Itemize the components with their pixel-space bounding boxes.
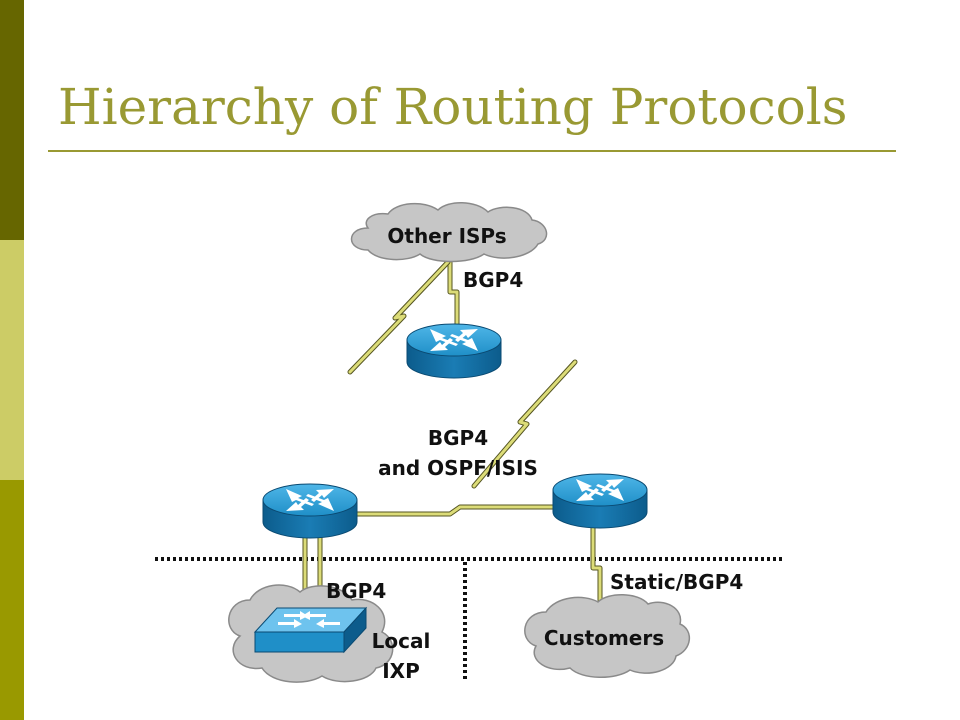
cloud-label-customers: Customers [544,626,664,650]
switch-icon [253,606,368,654]
link-customers [590,525,603,603]
router-icon [406,323,502,379]
link-upstream-serial [347,259,451,375]
link-label-upstream: BGP4 [463,268,523,292]
router-icon [262,483,358,539]
cloud-label-local-ixp-line2: IXP [382,659,420,683]
link-core-serial [471,359,578,489]
link-label-core-line2: and OSPF/ISIS [378,456,538,480]
title-underline [48,150,896,152]
slide-title: Hierarchy of Routing Protocols [58,78,848,136]
cloud-label-local-ixp-line1: Local [372,629,431,653]
link-upstream-vertical [447,255,460,333]
cloud-icon [524,594,690,678]
link-core-horizontal [353,504,559,517]
router-icon [552,473,648,529]
cloud-icon [350,202,548,263]
link-label-ixp: BGP4 [326,579,386,603]
link-label-core-line1: BGP4 [428,426,488,450]
sidebar-band-middle [0,240,24,480]
sidebar-band-bottom [0,480,24,720]
sidebar-band-top [0,0,24,240]
link-label-customers: Static/BGP4 [610,570,743,594]
cloud-label-other-isps: Other ISPs [387,224,506,248]
